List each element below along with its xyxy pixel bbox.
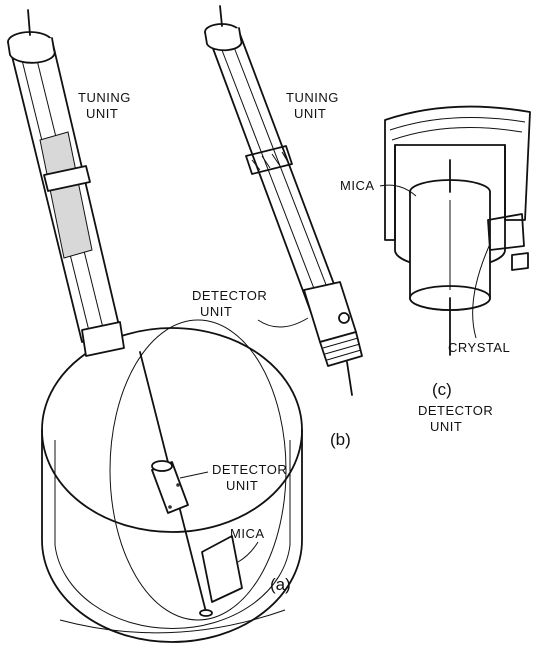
leader-a-detector xyxy=(179,471,209,479)
detector-cutaway-c xyxy=(384,105,531,356)
ring-inner-rim xyxy=(59,609,286,634)
ring-interior xyxy=(109,319,287,621)
tube-clamp-ring xyxy=(43,165,91,192)
caption-a: (a) xyxy=(270,575,291,594)
caption-b: (b) xyxy=(330,430,351,449)
detector-cartridge-a xyxy=(151,460,189,514)
label-a-detector: DETECTOR xyxy=(212,462,287,477)
tuning-tube-b xyxy=(204,5,363,396)
label-b-detector: DETECTOR xyxy=(192,288,267,303)
ring-band xyxy=(41,429,303,643)
figure-c: MICA CRYSTAL (c) DETECTOR UNIT xyxy=(340,105,531,434)
tube-cutaway xyxy=(40,132,92,258)
tube-b-pin xyxy=(346,361,353,396)
label-c-mica: MICA xyxy=(340,178,375,193)
tube-b-detector-body xyxy=(303,281,357,343)
label-b-tuning-unit: UNIT xyxy=(294,106,326,121)
label-c-detector-unit: UNIT xyxy=(430,419,462,434)
tube-base-collar xyxy=(81,321,125,357)
label-a-tuning: TUNING xyxy=(78,90,131,105)
figure-a: TUNING UNIT DETECTOR UNIT MICA (a) xyxy=(7,9,303,643)
crystal-block xyxy=(487,213,525,251)
leader-b-detector xyxy=(257,317,309,328)
ring-inner-edge xyxy=(54,440,291,629)
tube-b-screw xyxy=(338,312,350,324)
shell-cap xyxy=(384,105,531,241)
leader-c-crystal xyxy=(472,243,491,339)
leader-c-mica xyxy=(379,184,417,197)
tube-b-knurled-ring xyxy=(245,145,293,175)
label-c-detector: DETECTOR xyxy=(418,403,493,418)
label-a-tuning-unit: UNIT xyxy=(86,106,118,121)
label-c-crystal: CRYSTAL xyxy=(448,340,510,355)
tube-stem xyxy=(27,9,31,36)
mica-insert-a xyxy=(201,535,243,603)
label-b-tuning: TUNING xyxy=(286,90,339,105)
wire-foot xyxy=(199,609,213,617)
caption-c: (c) xyxy=(432,380,452,399)
leader-a-mica xyxy=(237,541,259,563)
loop-ring xyxy=(41,319,303,643)
label-b-detector-unit: UNIT xyxy=(200,304,232,319)
tuning-tube-a xyxy=(7,9,125,357)
label-a-mica: MICA xyxy=(230,526,265,541)
label-a-detector-unit: UNIT xyxy=(226,478,258,493)
figure-b: TUNING UNIT DETECTOR UNIT (b) xyxy=(192,5,363,449)
tube-b-stem xyxy=(219,5,223,27)
